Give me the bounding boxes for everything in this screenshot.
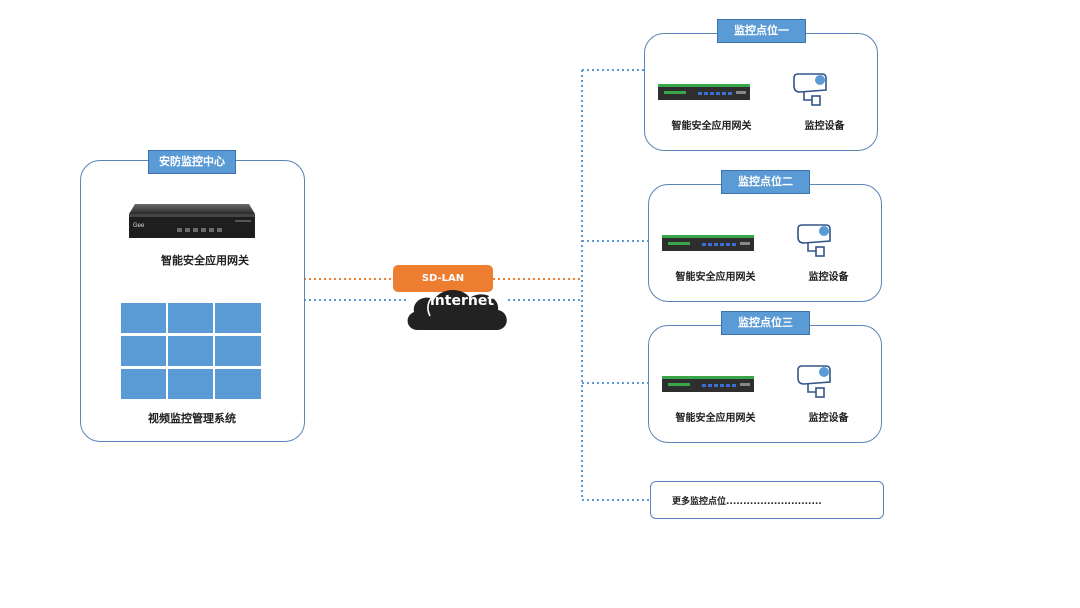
site-3-gateway-label: 智能安全应用网关 <box>675 413 756 424</box>
site-2-gateway-label: 智能安全应用网关 <box>675 272 756 283</box>
site-2-gateway-icon <box>662 235 754 251</box>
site-1-title: 监控点位一 <box>717 19 806 43</box>
svg-text:Gee: Gee <box>133 223 145 229</box>
cloud-icon <box>407 289 507 330</box>
video-system-label: 视频监控管理系统 <box>148 412 236 425</box>
site-3-camera-icon <box>797 365 831 398</box>
sdlan-badge: SD-LAN <box>393 265 493 292</box>
site-2-camera-icon <box>797 224 831 257</box>
site-3-title: 监控点位三 <box>721 311 810 335</box>
gateway-device-icon: Gee <box>129 204 255 238</box>
video-wall-icon <box>121 303 261 399</box>
site-1-device-label: 监控设备 <box>804 121 845 132</box>
center-gateway-label: 智能安全应用网关 <box>161 254 249 267</box>
site-1-gateway-label: 智能安全应用网关 <box>671 121 752 132</box>
site-3-gateway-icon <box>662 376 754 392</box>
more-sites-box <box>650 481 884 519</box>
internet-label: internet <box>430 293 495 309</box>
monitoring-center-title: 安防监控中心 <box>148 150 236 174</box>
site-1-camera-icon <box>793 73 827 106</box>
site-2-title: 监控点位二 <box>721 170 810 194</box>
site-2-device-label: 监控设备 <box>808 272 849 283</box>
more-sites-label: 更多监控点位............................ <box>672 497 822 507</box>
site-1-gateway-icon <box>658 84 750 100</box>
site-3-device-label: 监控设备 <box>808 413 849 424</box>
